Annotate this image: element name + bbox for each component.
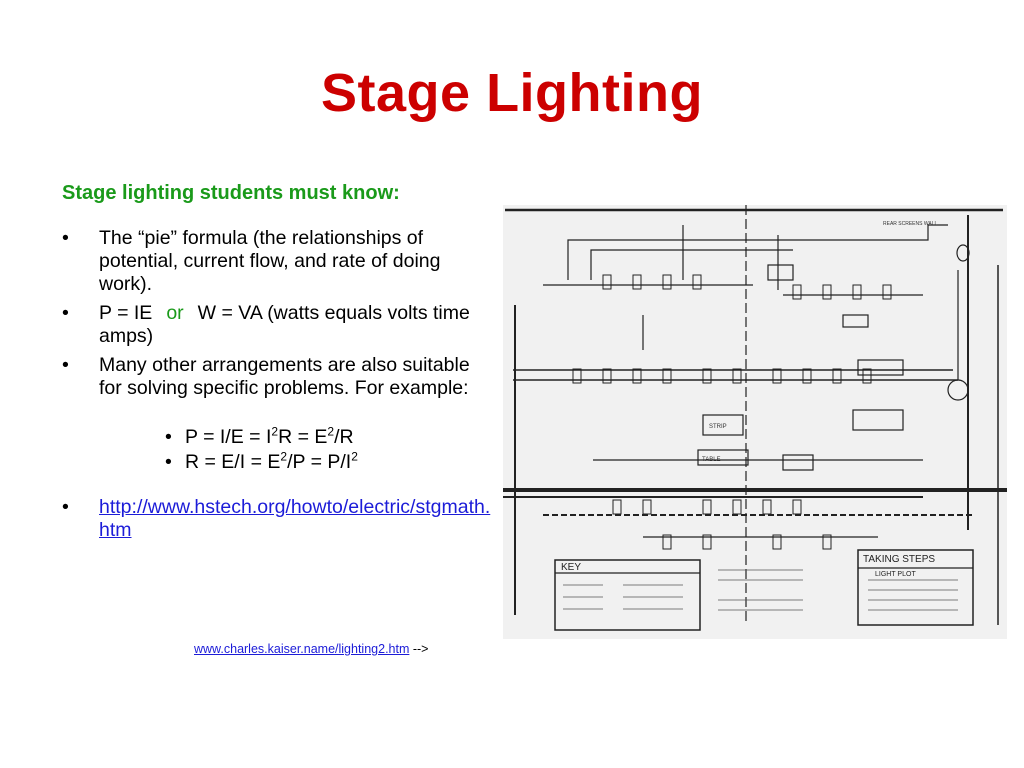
slide-title: Stage Lighting — [321, 63, 703, 123]
watts-formula-text: W = VA (watts equals volts time amps) — [99, 302, 470, 347]
strip-label: STRIP — [709, 424, 727, 430]
power-formula: P = IE — [99, 302, 153, 324]
credit-line: www.charles.kaiser.name/lighting2.htm --… — [194, 642, 428, 656]
key-label: KEY — [561, 562, 581, 573]
back-wall-label: REAR SCREENS WALL — [883, 221, 937, 227]
bullet-list: • The “pie” formula (the relationships o… — [62, 227, 492, 400]
bullet-icon: • — [62, 496, 69, 518]
formula-text: R = E/I = E2/P = P/I2 — [185, 449, 358, 474]
bullet-icon: • — [165, 426, 172, 448]
credit-suffix: --> — [409, 642, 429, 656]
list-item: • Many other arrangements are also suita… — [62, 354, 492, 400]
taking-steps-label: TAKING STEPS — [863, 554, 935, 565]
section-heading: Stage lighting students must know: — [62, 182, 400, 204]
lighting-plot-svg: REAR SCREENS WALL STRIP TABLE KEY TAKING… — [503, 205, 1007, 631]
formula-text: P = I/E = I2R = E2/R — [185, 424, 354, 449]
list-item: • http://www.hstech.org/howto/electric/s… — [62, 496, 492, 542]
or-word: or — [166, 302, 184, 324]
hstech-link[interactable]: http://www.hstech.org/howto/electric/stg… — [99, 496, 491, 541]
pie-formula-text: The “pie” formula (the relationships of … — [99, 227, 441, 295]
credit-link[interactable]: www.charles.kaiser.name/lighting2.htm — [194, 642, 410, 656]
formula-item: • P = I/E = I2R = E2/R — [165, 426, 492, 449]
bullet-icon: • — [62, 227, 69, 249]
arrangements-text: Many other arrangements are also suitabl… — [99, 354, 470, 399]
bullet-icon: • — [165, 451, 172, 473]
plot-lines — [503, 205, 1007, 631]
formula-list: • P = I/E = I2R = E2/R • R = E/I = E2/P … — [62, 426, 492, 474]
list-item: • The “pie” formula (the relationships o… — [62, 227, 492, 296]
bullet-icon: • — [62, 354, 69, 376]
lighting-plot-image: REAR SCREENS WALL STRIP TABLE KEY TAKING… — [503, 205, 1007, 639]
link-list: • http://www.hstech.org/howto/electric/s… — [62, 496, 492, 542]
formula-item: • R = E/I = E2/P = P/I2 — [165, 451, 492, 474]
bullet-icon: • — [62, 302, 69, 324]
table-label: TABLE — [702, 457, 721, 463]
plot-label: LIGHT PLOT — [875, 571, 916, 578]
text-column: Stage lighting students must know: • The… — [62, 182, 492, 548]
